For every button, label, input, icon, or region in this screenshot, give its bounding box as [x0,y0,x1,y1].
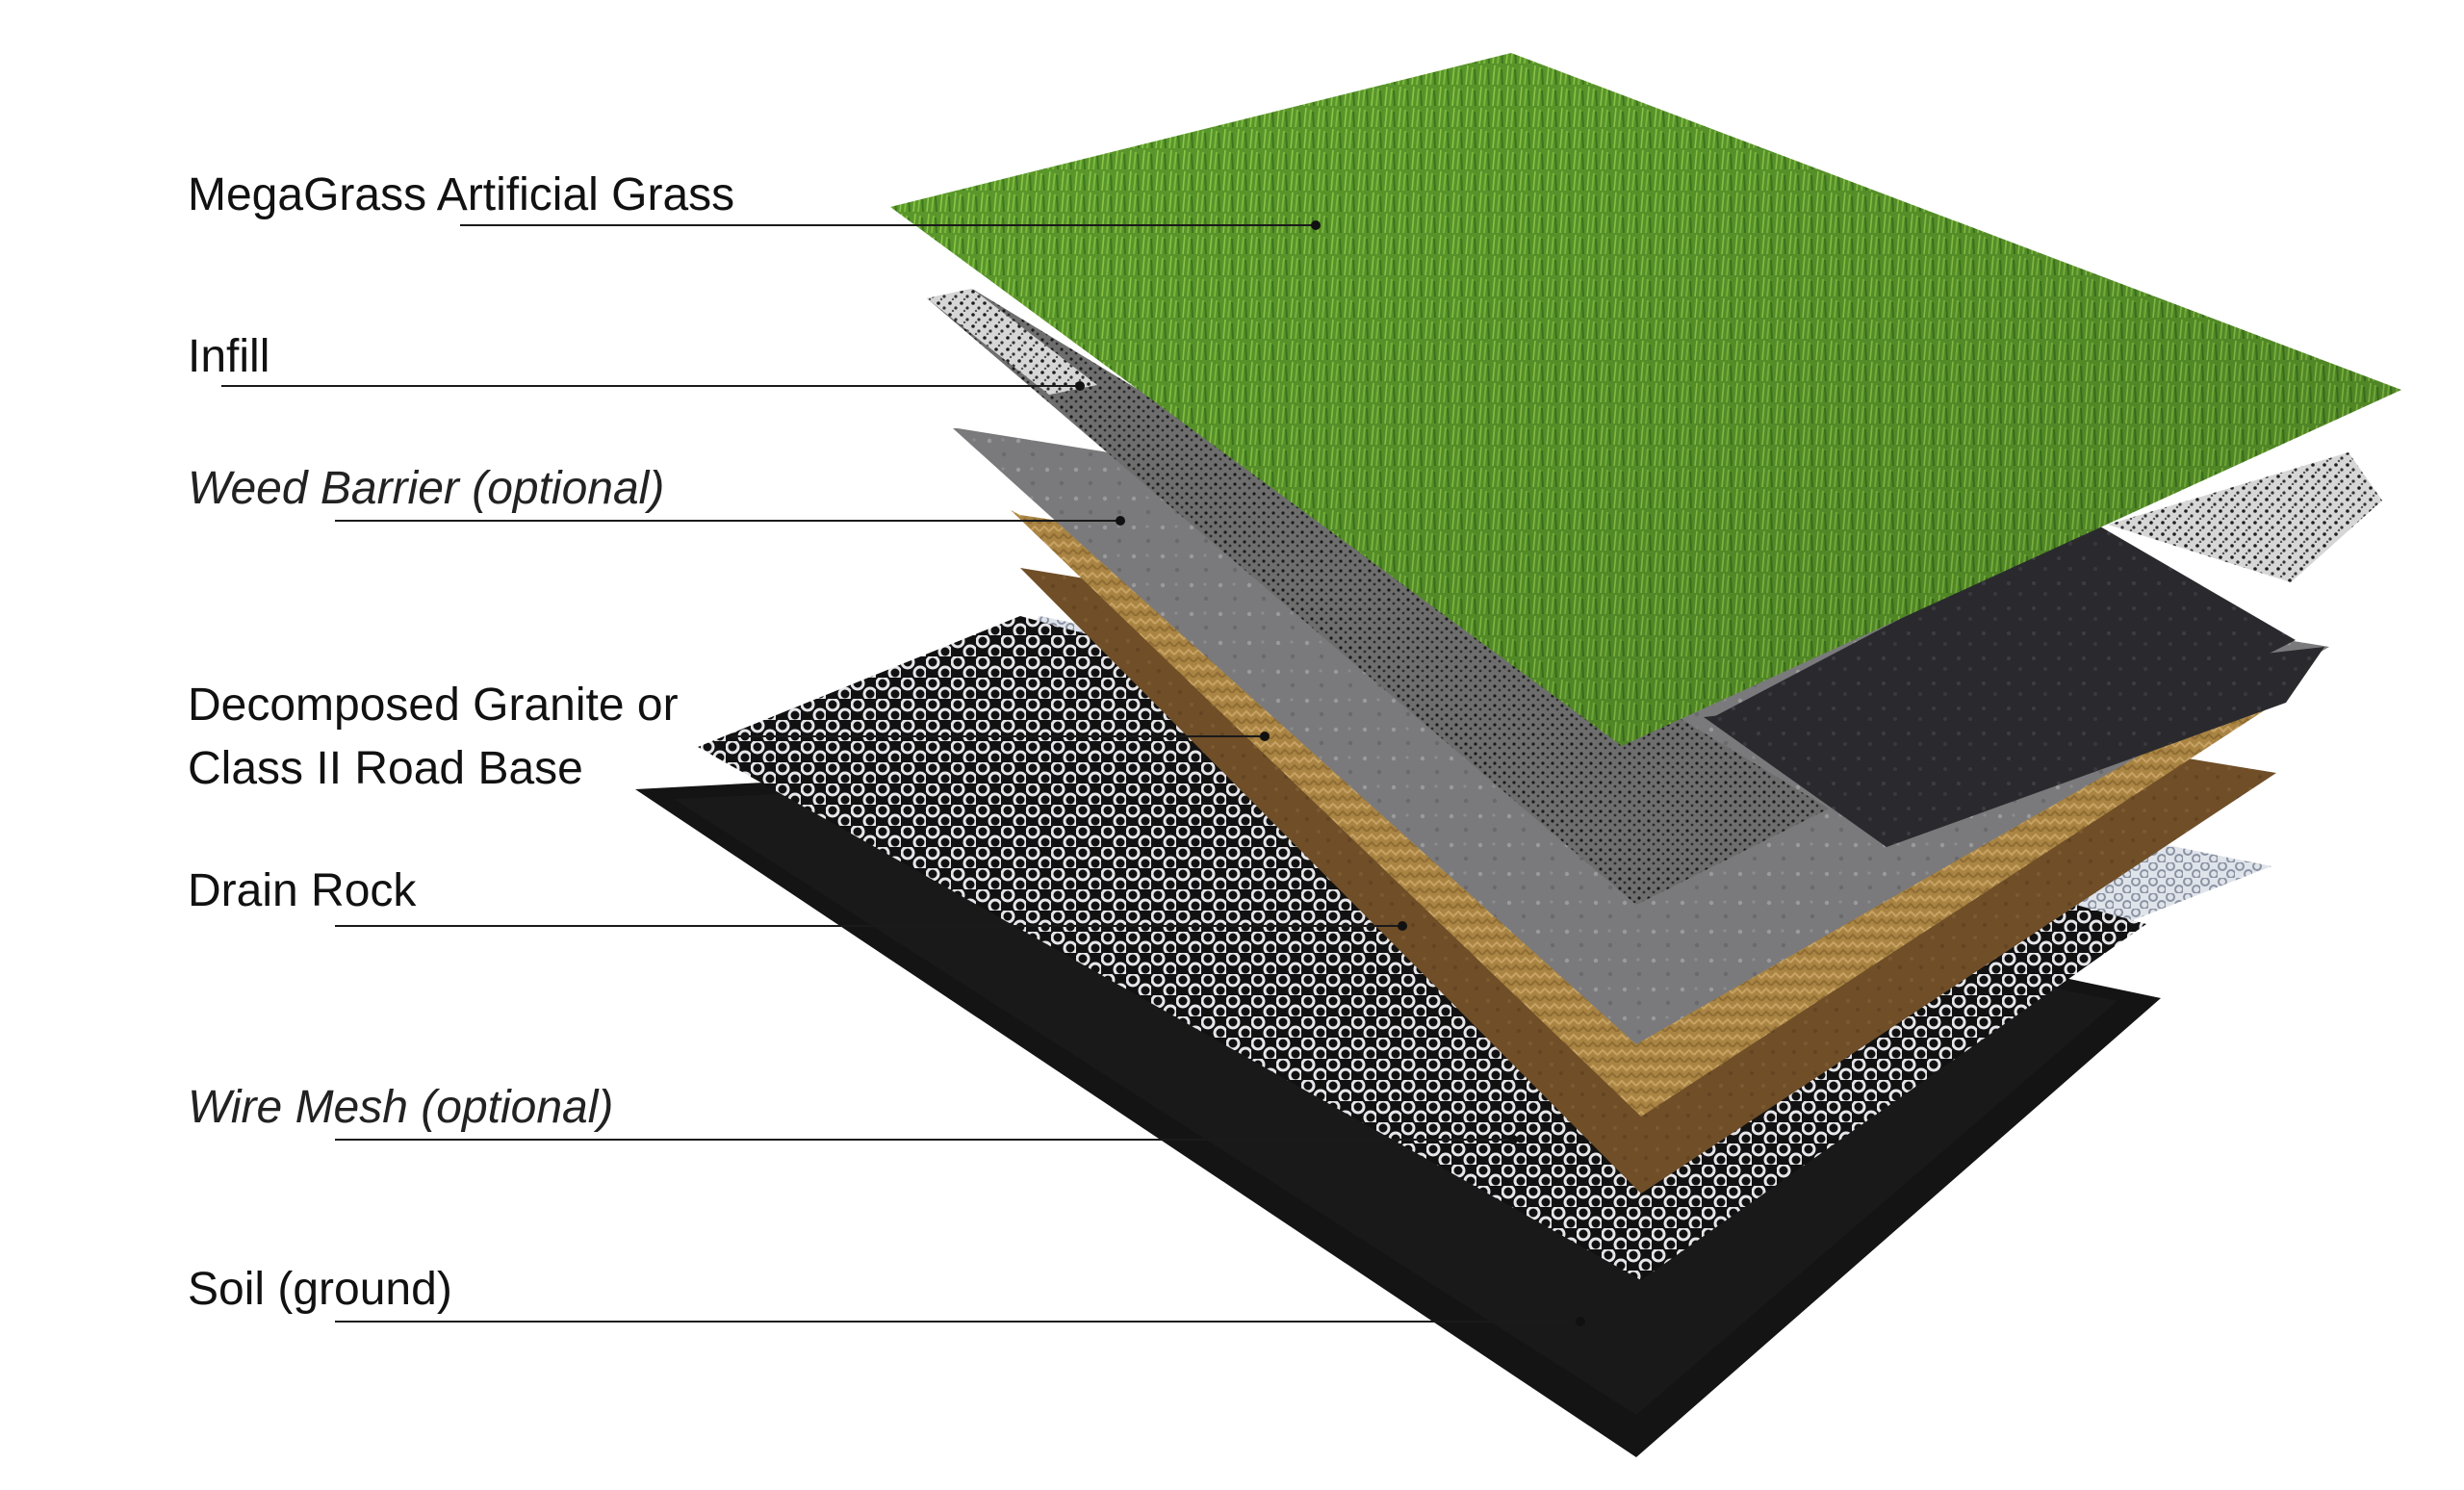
leader-dot-weed-barrier [1116,516,1125,526]
label-weed-barrier: Weed Barrier (optional) [188,463,665,514]
leader-dot-drain-rock [1398,921,1407,931]
label-wire-mesh: Wire Mesh (optional) [188,1082,614,1133]
infill-layer-right [2108,452,2382,582]
leader-dot-infill [1075,381,1085,391]
label-drain-rock: Drain Rock [188,865,417,916]
leader-dot-grass [1311,220,1321,230]
leader-dot-wire-mesh [1508,1135,1518,1144]
weed-barrier-dark-panel [1713,520,2296,847]
label-grass: MegaGrass Artificial Grass [188,169,735,220]
infill-layer-left [927,289,1829,905]
leader-dot-soil [1576,1317,1585,1326]
label-decomposed-granite: Decomposed Granite or Class II Road Base [188,680,679,794]
label-infill: Infill [188,331,270,382]
label-soil: Soil (ground) [188,1264,452,1315]
infill-layer-left-light [927,289,1097,395]
leader-dot-decomposed-granite [1260,732,1270,741]
